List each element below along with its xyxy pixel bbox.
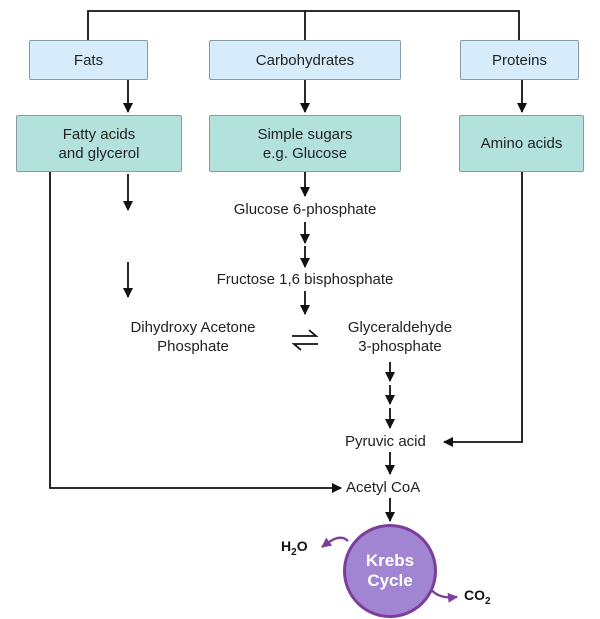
amino-acids-label: Amino acids xyxy=(480,135,563,152)
water-output-label: H2O xyxy=(281,538,308,558)
glucose-6-phosphate-label: Glucose 6-phosphate xyxy=(233,201,377,218)
equilibrium-arrows xyxy=(291,329,319,351)
fatty-acids-line2: and glycerol xyxy=(58,144,140,162)
co2-output-label: CO2 xyxy=(464,587,491,607)
dhap-label: Dihydroxy Acetone Phosphate xyxy=(108,318,278,356)
proteins-box: Proteins xyxy=(460,40,579,80)
simple-sugars-line1: Simple sugars xyxy=(257,125,353,143)
fatty-acids-box: Fatty acids and glycerol xyxy=(16,115,182,172)
simple-sugars-line2: e.g. Glucose xyxy=(262,144,348,162)
carbohydrates-label: Carbohydrates xyxy=(255,51,355,69)
route-fatty-to-acetyl xyxy=(49,172,342,493)
fructose-bisphosphate-label: Fructose 1,6 bisphosphate xyxy=(216,271,394,288)
proteins-label: Proteins xyxy=(491,51,548,69)
g3p-line2: 3-phosphate xyxy=(358,338,442,355)
fatty-acids-line1: Fatty acids xyxy=(62,125,136,143)
krebs-line2: Cycle xyxy=(367,571,413,590)
fats-label: Fats xyxy=(73,51,104,69)
g3p-label: Glyceraldehyde 3-phosphate xyxy=(330,318,470,356)
carbohydrates-box: Carbohydrates xyxy=(209,40,401,80)
krebs-cycle-circle: Krebs Cycle xyxy=(343,524,437,618)
pyruvic-acid-label: Pyruvic acid xyxy=(345,433,426,450)
g3p-line1: Glyceraldehyde xyxy=(347,319,453,336)
route-amino-to-pyruvic xyxy=(443,172,523,447)
amino-acids-box: Amino acids xyxy=(459,115,584,172)
acetyl-coa-label: Acetyl CoA xyxy=(346,479,421,496)
top-bracket-line xyxy=(87,10,520,40)
simple-sugars-box: Simple sugars e.g. Glucose xyxy=(209,115,401,172)
krebs-line1: Krebs xyxy=(365,551,415,570)
arrow-krebs-to-water xyxy=(321,536,349,548)
fats-box: Fats xyxy=(29,40,148,80)
arrow-krebs-to-co2 xyxy=(429,587,458,603)
dhap-line1: Dihydroxy Acetone xyxy=(130,319,256,336)
dhap-line2: Phosphate xyxy=(157,338,229,355)
